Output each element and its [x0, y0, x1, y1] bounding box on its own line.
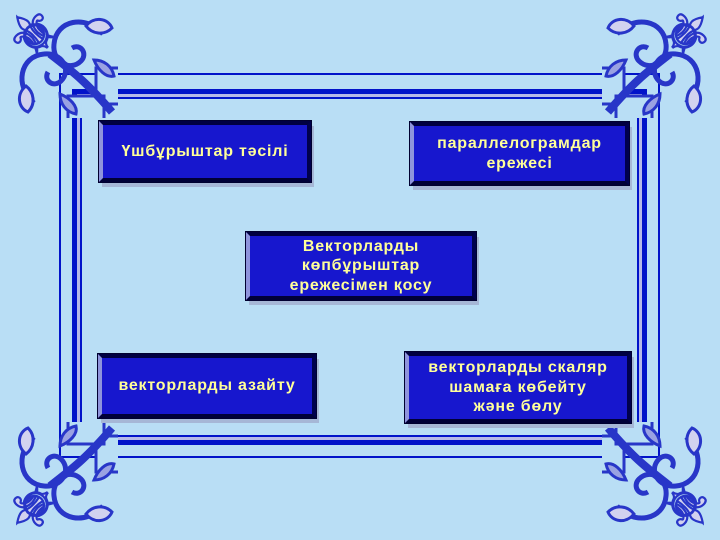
triangle-method-button[interactable]: Үшбұрыштар тәсілі [99, 121, 311, 182]
inner-frame-thin-line [80, 97, 639, 437]
inner-frame-accent-line [77, 94, 642, 440]
vector-subtraction-button[interactable]: векторларды азайту [98, 354, 316, 418]
parallelogram-rule-button[interactable]: параллелограмдар ережесі [410, 122, 629, 185]
inner-frame-band [72, 89, 647, 445]
outer-frame-line [59, 73, 660, 458]
scalar-multiply-divide-button[interactable]: векторларды скаляр шамаға көбейту және б… [405, 352, 631, 423]
polygon-rule-button[interactable]: Векторларды көпбұрыштар ережесімен қосу [246, 232, 476, 300]
